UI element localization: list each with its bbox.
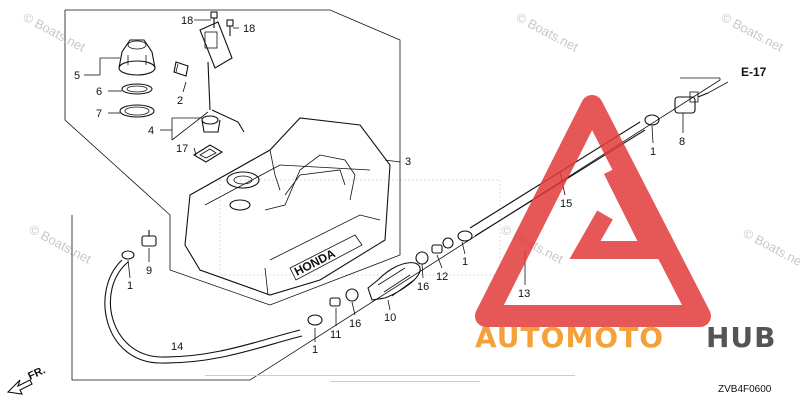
site-watermark-1: © Boats.net [21,9,89,54]
leader-lines [84,19,729,342]
hose-clamp [121,114,660,326]
callout-5: 5 [74,70,80,82]
site-watermark-2: © Boats.net [514,9,582,54]
callout-12: 12 [436,271,448,283]
callout-18b: 18 [243,23,255,35]
callout-2: 2 [177,95,183,107]
automotohub-wordmark: AUTOMOTO HUB [475,321,777,354]
front-marker-label: FR. [26,364,47,382]
callout-4: 4 [148,125,154,137]
site-watermark-6: © Boats.net [741,225,800,270]
reference-label: E-17 [741,65,767,79]
cap-gasket [119,104,155,118]
callout-9: 9 [146,265,152,277]
site-watermark-3: © Boats.net [719,9,787,54]
cap-ring [121,83,153,95]
callout-13: 13 [518,288,530,300]
hose-14 [109,261,301,358]
callout-16a: 16 [349,318,361,330]
callout-1b: 1 [312,344,318,356]
callout-7: 7 [96,108,102,120]
callout-8: 8 [679,136,685,148]
tank-group-outline [64,9,401,306]
callout-11: 11 [330,329,341,341]
hose-group-outline [71,78,721,381]
automotohub-triangle-logo [475,95,711,327]
connector-9 [141,230,157,247]
brand-stamp-watermark [219,179,501,276]
callout-17: 17 [176,143,188,155]
gauge-gasket [192,144,224,163]
callouts: 5 6 7 4 17 2 18 18 3 1 9 14 1 11 16 10 1… [74,15,685,356]
callout-15: 15 [560,198,572,210]
callout-1c: 1 [462,256,468,268]
callout-14: 14 [171,341,183,353]
callout-18a: 18 [181,15,193,27]
site-watermark-4: © Boats.net [27,221,95,266]
tank-cap [118,39,156,76]
callout-1d: 1 [650,146,656,158]
callout-16b: 16 [417,281,429,293]
front-direction-marker: FR. [6,364,47,395]
screw-2 [173,61,189,77]
diagram-code: ZVB4F0600 [718,384,772,395]
callout-3: 3 [405,156,411,168]
callout-1a: 1 [127,280,133,292]
fuel-tank: HONDA [184,117,391,296]
primer-bulb [367,262,421,301]
connector-8 [674,91,709,114]
wordmark-automoto: AUTOMOTO [475,321,664,354]
wordmark-hub: HUB [706,321,777,354]
callout-10: 10 [384,312,396,324]
bolt-18 [210,11,234,36]
fuel-gauge [199,21,245,133]
fitting-group [329,237,454,307]
callout-6: 6 [96,86,102,98]
fine-print-line [205,375,575,376]
